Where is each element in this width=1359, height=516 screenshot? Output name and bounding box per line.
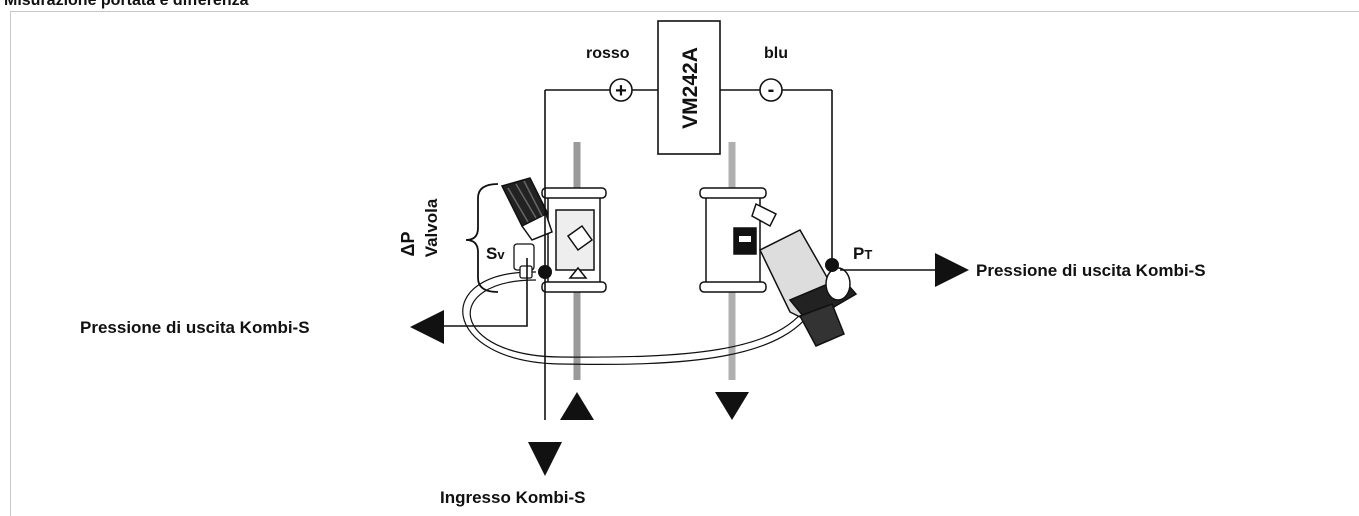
measurement-hose [462, 271, 819, 365]
valve-label: Valvola [422, 198, 441, 257]
minus-probe-color-label: blu [764, 45, 788, 62]
minus-symbol: - [768, 79, 775, 101]
arrow-down-icon [528, 442, 562, 476]
plus-symbol: + [615, 80, 627, 102]
sv-label: Sv [486, 244, 505, 263]
left-valve-body [541, 187, 607, 293]
right-valve-body [699, 187, 858, 347]
plus-terminal: + [609, 78, 633, 102]
outlet-pressure-right-label: Pressione di uscita Kombi-S [976, 261, 1206, 280]
sv-probe-point [538, 265, 552, 279]
delta-p-brace [465, 183, 499, 293]
delta-p-label: ΔP [398, 232, 418, 257]
outlet-pressure-left-label: Pressione di uscita Kombi-S [80, 318, 310, 337]
inlet-label: Ingresso Kombi-S [440, 488, 585, 507]
arrow-up-icon [560, 392, 594, 420]
arrow-left-icon [410, 310, 444, 344]
cropped-heading: Misurazione portata e differenza [4, 0, 249, 9]
pt-probe-point [825, 258, 839, 272]
instrument-label: VM242A [679, 47, 702, 129]
pt-label: PT [853, 244, 872, 263]
sv-port-fitting [513, 243, 535, 279]
instrument-box: VM242A [657, 20, 721, 155]
arrow-down-icon [715, 392, 749, 420]
plus-probe-color-label: rosso [586, 45, 630, 62]
minus-terminal: - [759, 78, 783, 102]
instrument-wiring [440, 89, 935, 420]
arrow-right-icon [935, 253, 969, 287]
diagram-frame [10, 11, 1359, 516]
